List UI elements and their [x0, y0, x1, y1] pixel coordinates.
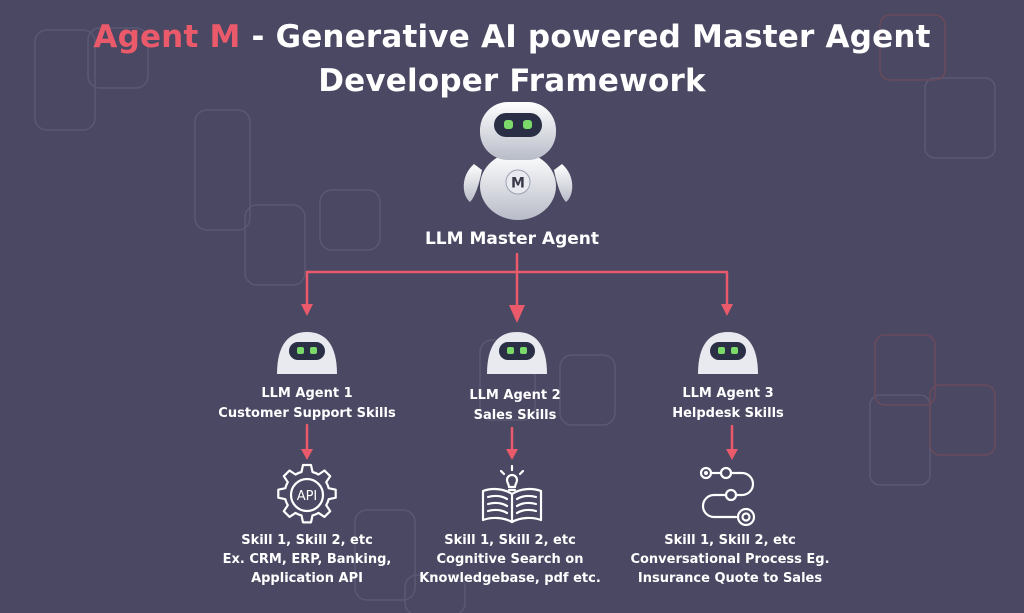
agent-3-skill-line-3: Insurance Quote to Sales — [637, 571, 823, 586]
agent-3-label: LLM Agent 3 Helpdesk Skills — [608, 384, 848, 424]
agent-2-role: Sales Skills — [473, 408, 557, 423]
agent-1-role: Customer Support Skills — [218, 406, 396, 421]
agent-2-skills: Skill 1, Skill 2, etc Cognitive Search o… — [380, 531, 640, 588]
agent-2-skill-line-3: Knowledgebase, pdf etc. — [419, 571, 601, 586]
agent-1-label: LLM Agent 1 Customer Support Skills — [187, 384, 427, 424]
agent-1-skill-line-3: Application API — [251, 571, 363, 586]
process-flow-icon — [699, 466, 756, 526]
agent-1-skill-line-1: Skill 1, Skill 2, etc — [241, 533, 373, 548]
title-line-2: Developer Framework — [318, 63, 706, 99]
agent-2-skill-line-2: Cognitive Search on — [436, 552, 584, 567]
master-badge: M — [511, 176, 525, 192]
title-line-1: Agent M - Generative AI powered Master A… — [0, 15, 1024, 59]
agent-1-skills: Skill 1, Skill 2, etc Ex. CRM, ERP, Bank… — [177, 531, 437, 588]
agent-2-skill-line-1: Skill 1, Skill 2, etc — [444, 533, 576, 548]
agent-3-skill-line-1: Skill 1, Skill 2, etc — [664, 533, 796, 548]
agent-3-robot-icon — [698, 332, 758, 374]
master-robot-icon: M — [463, 102, 573, 220]
agent-2-robot-icon — [487, 332, 547, 374]
agent-3-skills: Skill 1, Skill 2, etc Conversational Pro… — [600, 531, 860, 588]
agent-3-skill-line-2: Conversational Process Eg. — [630, 552, 830, 567]
title-rest: - Generative AI powered Master Agent — [240, 19, 931, 55]
master-agent-label: LLM Master Agent — [424, 229, 600, 249]
agent-3-name: LLM Agent 3 — [682, 386, 774, 401]
title-accent: Agent M — [93, 19, 241, 55]
agent-1-skill-line-2: Ex. CRM, ERP, Banking, — [222, 552, 392, 567]
agent-2-label: LLM Agent 2 Sales Skills — [395, 386, 635, 426]
api-gear-icon: API — [277, 463, 337, 524]
agent-3-role: Helpdesk Skills — [672, 406, 784, 421]
agent-1-name: LLM Agent 1 — [261, 386, 353, 401]
api-icon-text: API — [297, 489, 318, 504]
book-lightbulb-icon — [481, 464, 543, 524]
agent-2-name: LLM Agent 2 — [469, 388, 561, 403]
agent-1-robot-icon — [277, 332, 337, 374]
